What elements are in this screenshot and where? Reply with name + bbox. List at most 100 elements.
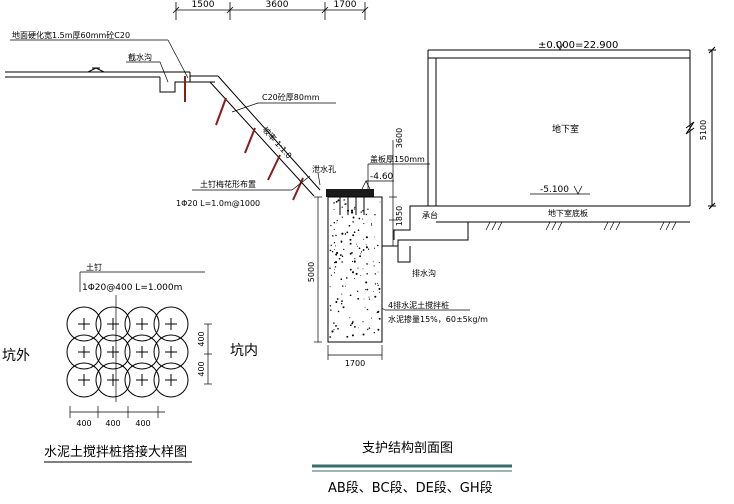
hatch-dot (360, 253, 361, 255)
hatch-dot (354, 206, 356, 208)
basement-outline (382, 46, 716, 263)
hatch-dot (366, 263, 368, 265)
hatch-dot (337, 327, 339, 330)
hatch-dot (357, 267, 359, 269)
hatch-dot (374, 283, 377, 285)
hatch-dot (337, 199, 340, 202)
hatch-dot (342, 285, 344, 287)
leaders (10, 39, 470, 311)
hatch-dot (376, 282, 378, 284)
hatch-dot (360, 211, 362, 213)
hatch-dot (378, 317, 381, 320)
hatch-dot (364, 306, 366, 308)
hatch-dot (330, 244, 332, 246)
hatch-dot (366, 328, 369, 331)
hatch-dot (351, 271, 355, 274)
hatch-dot (365, 288, 367, 291)
hatch-dot (345, 285, 346, 287)
hatch-dot (351, 334, 354, 337)
pile-circle (153, 362, 189, 398)
hatch-dot (335, 301, 338, 303)
pile-circle (66, 334, 102, 370)
dim-1500: 1500 (192, 0, 215, 10)
detail-outside: 坑外 (2, 348, 30, 364)
hatch-dot (362, 209, 364, 212)
hatch-dot (331, 330, 334, 333)
hatch-dot (333, 272, 336, 274)
pile-circle (153, 306, 189, 342)
hatch-dot (351, 322, 354, 325)
hatch-dot (374, 295, 377, 298)
hatch-dot (366, 308, 369, 311)
hatch-dot (355, 243, 357, 245)
pile-hatch (329, 199, 381, 338)
detail-inside: 坑内 (230, 343, 258, 359)
pile-circle (95, 362, 131, 398)
hatch-dot (354, 278, 355, 279)
detail-dim-400-e: 400 (135, 419, 150, 428)
hatch-dot (362, 249, 365, 251)
hatch-dot (341, 261, 343, 263)
pile-circle (95, 306, 131, 342)
pile-circle (124, 334, 160, 370)
hatch-dot (341, 293, 343, 295)
hatch-dot (360, 251, 363, 253)
hatch-dot (340, 302, 343, 305)
hatch-dot (349, 252, 352, 255)
elev-marker-460 (361, 180, 394, 190)
hatch-dot (365, 244, 367, 246)
hatch-dot (349, 294, 352, 297)
hatch-dot (335, 253, 338, 256)
hatch-dot (335, 245, 337, 247)
hatch-dot (349, 242, 352, 245)
hatch-dot (349, 238, 352, 241)
hatch-dot (377, 244, 379, 247)
cement-pile-wall (327, 196, 383, 343)
hatch-dot (330, 309, 332, 311)
floor-hatch (485, 221, 677, 231)
pile-dims (314, 140, 397, 360)
hatch-dot (341, 216, 343, 218)
hatch-dot (374, 236, 376, 238)
hatch-dot (377, 271, 379, 273)
pile-circle (66, 306, 102, 342)
hatch-dot (342, 306, 345, 309)
beam-rebars (339, 197, 365, 215)
hatch-dot (336, 298, 339, 300)
hatch-dot (352, 234, 355, 237)
dim-3600-top: 3600 (266, 0, 289, 10)
hatch-dot (346, 277, 348, 279)
hatch-dot (333, 329, 335, 331)
hatch-dot (357, 297, 360, 300)
hatch-dot (377, 284, 379, 286)
label-soil-nail-spec: 1Φ20 L=1.0m@1000 (176, 199, 260, 208)
hatch-dot (349, 317, 351, 319)
hatch-dot (362, 218, 364, 220)
hatch-dot (378, 261, 380, 263)
hatch-dot (352, 221, 354, 223)
hatch-dot (358, 247, 361, 250)
hatch-dot (363, 238, 365, 240)
hatch-dot (335, 200, 338, 203)
hatch-dot (341, 300, 343, 302)
hatch-dot (330, 274, 332, 276)
hatch-dot (332, 235, 334, 237)
hatch-dot (366, 288, 369, 291)
hatch-dot (378, 291, 381, 293)
hatch-dot (349, 268, 352, 271)
hatch-dot (338, 257, 341, 260)
hatch-dot (340, 241, 343, 243)
hatch-dot (354, 258, 356, 260)
hatch-dot (344, 233, 347, 235)
detail-soil-nail: 土钉 (86, 262, 102, 272)
pile-overlap-detail (66, 306, 189, 398)
dim-3600-side: 3600 (395, 128, 404, 148)
hatch-dot (346, 335, 349, 338)
pile-circle (124, 306, 160, 342)
hatch-dot (336, 251, 339, 254)
hatch-dot (334, 248, 335, 250)
hatch-dot (340, 254, 342, 256)
hatch-dot (333, 209, 335, 211)
label-cement-pile: 4排水泥土搅拌桩 (388, 300, 449, 310)
